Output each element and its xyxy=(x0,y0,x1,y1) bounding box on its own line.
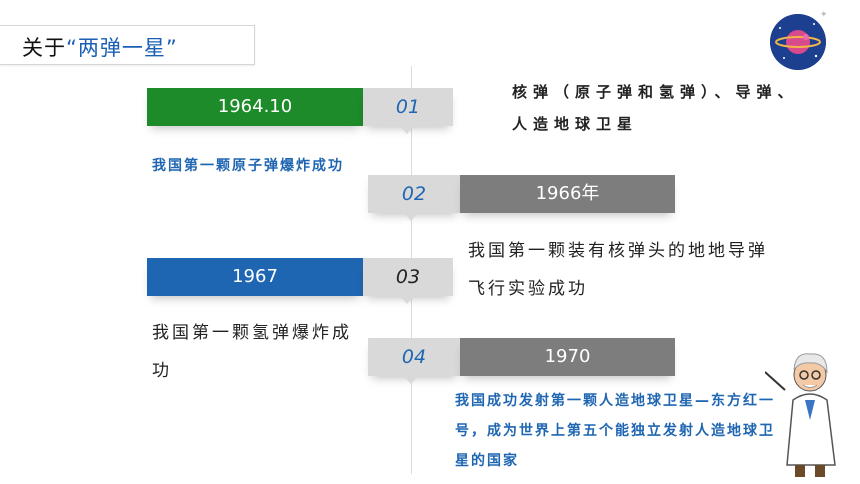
timeline-num-1: 01 xyxy=(363,88,453,126)
timeline-pointer-2 xyxy=(404,213,418,221)
planet-icon xyxy=(770,14,826,70)
timeline-desc-1: 我国第一颗原子弹爆炸成功 xyxy=(152,158,344,174)
timeline-year-1: 1964.10 xyxy=(147,88,363,126)
timeline-pointer-4 xyxy=(404,376,418,384)
timeline-num-3: 03 xyxy=(363,258,453,296)
title-prefix: 关于 xyxy=(22,36,66,60)
timeline-year-4: 1970 xyxy=(460,338,675,376)
intro-text: 核弹（原子弹和氢弹）、导弹、人造地球卫星 xyxy=(512,83,799,133)
timeline-desc-3: 我国第一颗氢弹爆炸成功 xyxy=(152,323,352,381)
scientist-illustration xyxy=(764,330,855,480)
timeline-year-3: 1967 xyxy=(147,258,363,296)
star-icon: ✦ xyxy=(820,10,828,20)
timeline-pointer-3 xyxy=(400,296,414,304)
timeline-desc-4: 我国成功发射第一颗人造地球卫星—东方红一号，成为世界上第五个能独立发射人造地球卫… xyxy=(455,393,775,469)
title-accent: “两弹一星” xyxy=(66,36,178,60)
timeline-num-2: 02 xyxy=(368,175,460,213)
timeline-pointer-1 xyxy=(400,126,414,134)
slide-title: 关于“两弹一星” xyxy=(22,32,178,62)
slide-title-box: 关于“两弹一星” xyxy=(0,25,255,65)
timeline-desc-2: 我国第一颗装有核弹头的地地导弹飞行实验成功 xyxy=(468,241,768,299)
timeline-num-4: 04 xyxy=(368,338,460,376)
timeline-year-2: 1966年 xyxy=(460,175,675,213)
